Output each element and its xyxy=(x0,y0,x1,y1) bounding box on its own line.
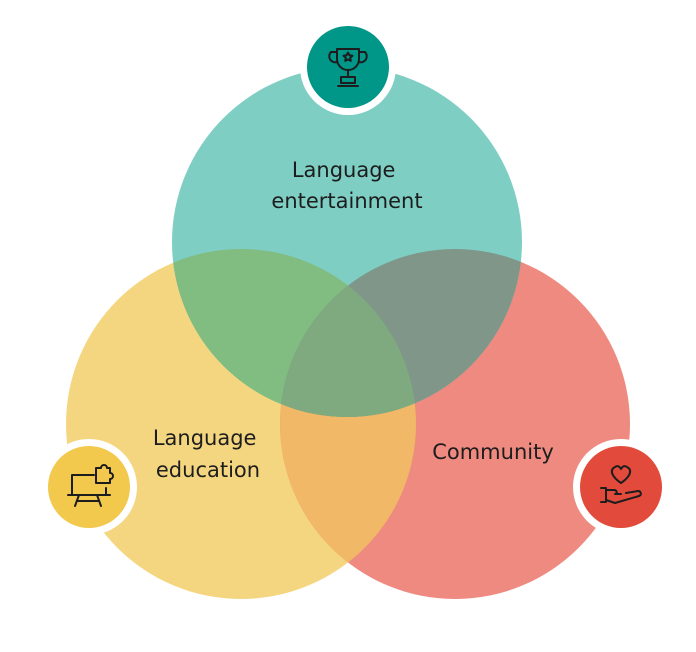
trophy-badge xyxy=(300,19,396,115)
education-badge xyxy=(41,439,137,535)
label-language-entertainment: Language entertainment xyxy=(271,158,422,213)
presentation-puzzle-icon xyxy=(67,464,114,507)
label-community: Community xyxy=(432,440,554,464)
community-badge xyxy=(573,439,669,535)
heart-hand-icon xyxy=(600,465,642,504)
label-language-education: Language education xyxy=(153,426,263,482)
trophy-icon xyxy=(328,48,368,87)
overlap-center xyxy=(280,249,416,417)
